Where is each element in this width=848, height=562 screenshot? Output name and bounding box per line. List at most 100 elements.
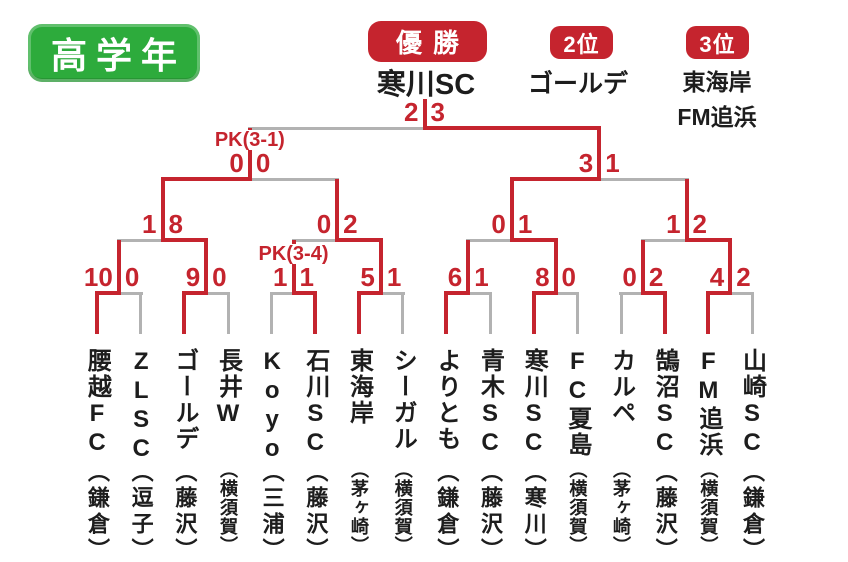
team-location: ︵藤沢︶ — [172, 460, 198, 562]
grade-badge: 高学年 — [28, 24, 200, 82]
score-right: 1 — [299, 262, 314, 292]
bracket-line — [575, 293, 579, 334]
score-left: 2 — [404, 97, 419, 127]
bracket-line — [116, 238, 165, 242]
pk-label-text: PK(3-4) — [255, 244, 332, 264]
pk-label-text: PK(3-1) — [211, 130, 288, 150]
bracket-line — [226, 293, 230, 334]
third-place-badge: 3位 — [686, 26, 749, 59]
score-right: 1 — [474, 262, 489, 292]
bracket-line — [509, 177, 602, 181]
team-name: 石川SC — [301, 348, 329, 458]
score-left: 1 — [666, 209, 681, 239]
bracket-line — [335, 238, 383, 242]
bracket-line — [422, 99, 427, 130]
bracket-line — [662, 293, 667, 334]
team-name: ゴールデ — [170, 348, 198, 452]
bracket-line — [269, 291, 296, 295]
score-left: 1 — [273, 262, 288, 292]
score-right: 0 — [212, 262, 227, 292]
bracket-line — [116, 291, 143, 295]
team-location: ︵寒川︶ — [521, 460, 547, 562]
team-name: ZLSC — [127, 348, 155, 464]
team-location: ︵三浦︶ — [259, 460, 285, 562]
bracket-line — [619, 293, 623, 334]
bracket-line — [684, 179, 689, 242]
bracket-line — [335, 179, 340, 242]
bracket-line — [160, 177, 252, 181]
bracket-line — [640, 240, 645, 295]
team-name: 鵠沼SC — [651, 348, 679, 458]
bracket-line — [313, 293, 318, 334]
champion-team-name: 寒川SC — [376, 69, 476, 101]
score-left: 8 — [535, 262, 550, 292]
bracket-line — [160, 238, 209, 242]
bracket-line — [706, 291, 733, 295]
score-right: 2 — [692, 209, 707, 239]
team-location: ︵藤沢︶ — [652, 460, 678, 562]
bracket-line — [378, 291, 405, 295]
bracket-line — [531, 291, 558, 295]
team-name: シーガル — [389, 348, 417, 452]
score-right: 1 — [386, 262, 402, 292]
team-location: ︵茅ヶ崎︶ — [349, 460, 370, 555]
team-name: FM追浜 — [694, 348, 722, 458]
score-left: 6 — [447, 262, 463, 292]
third-place-team-name-1: 東海岸 — [682, 69, 752, 95]
bracket-line — [139, 293, 143, 334]
bracket-line — [95, 291, 121, 295]
team-location: ︵鎌倉︶ — [85, 460, 110, 562]
bracket-line — [291, 240, 296, 295]
team-location: ︵鎌倉︶ — [434, 460, 460, 562]
bracket-line — [247, 177, 340, 181]
team-location: ︵横須賀︶ — [218, 460, 238, 555]
team-name: Koyo — [258, 348, 286, 464]
second-place-team-name: ゴールデ — [527, 70, 629, 98]
bracket-line — [444, 291, 471, 295]
second-place-badge: 2位 — [550, 26, 613, 59]
bracket-line — [684, 238, 733, 242]
score-left: 0 — [622, 262, 637, 292]
score-right: 1 — [517, 209, 533, 239]
team-name: カルペ — [607, 348, 635, 426]
bracket-line — [422, 126, 602, 130]
team-location: ︵横須賀︶ — [567, 460, 588, 555]
bracket-line — [204, 291, 230, 295]
bracket-line — [509, 238, 558, 242]
bracket-line — [553, 291, 580, 295]
score-right: 3 — [430, 97, 445, 127]
score-right: 2 — [736, 262, 751, 292]
score-right: 2 — [648, 262, 664, 292]
bracket-line — [531, 293, 536, 334]
bracket-line — [466, 240, 471, 295]
score-left: 1 — [142, 209, 157, 239]
score-left: 3 — [578, 148, 594, 178]
team-name: 山崎SC — [738, 348, 766, 458]
bracket-line — [160, 179, 165, 242]
bracket-line — [444, 293, 449, 334]
champion-badge: 優勝 — [368, 21, 487, 62]
score-left: 10 — [83, 262, 113, 292]
bracket-line — [401, 293, 405, 334]
bracket-line — [357, 293, 362, 334]
bracket-line — [597, 177, 689, 181]
score-right: 2 — [343, 209, 358, 239]
score-left: 0 — [316, 209, 332, 239]
bracket-line — [291, 291, 318, 295]
bracket-line — [357, 291, 383, 295]
bracket-line — [509, 179, 514, 242]
team-name: 腰越FC — [83, 348, 111, 458]
score-left: 4 — [709, 262, 725, 292]
team-location: ︵茅ヶ崎︶ — [611, 460, 632, 555]
bracket-line — [640, 291, 667, 295]
team-location: ︵鎌倉︶ — [740, 460, 766, 562]
bracket-line — [270, 293, 274, 334]
team-name: FC夏島 — [563, 348, 591, 458]
team-name: 東海岸 — [345, 348, 373, 426]
score-right: 0 — [255, 148, 271, 178]
team-location: ︵藤沢︶ — [303, 460, 329, 562]
team-location: ︵逗子︶ — [128, 460, 154, 562]
team-name: 寒川SC — [520, 348, 548, 458]
bracket-line — [466, 291, 493, 295]
